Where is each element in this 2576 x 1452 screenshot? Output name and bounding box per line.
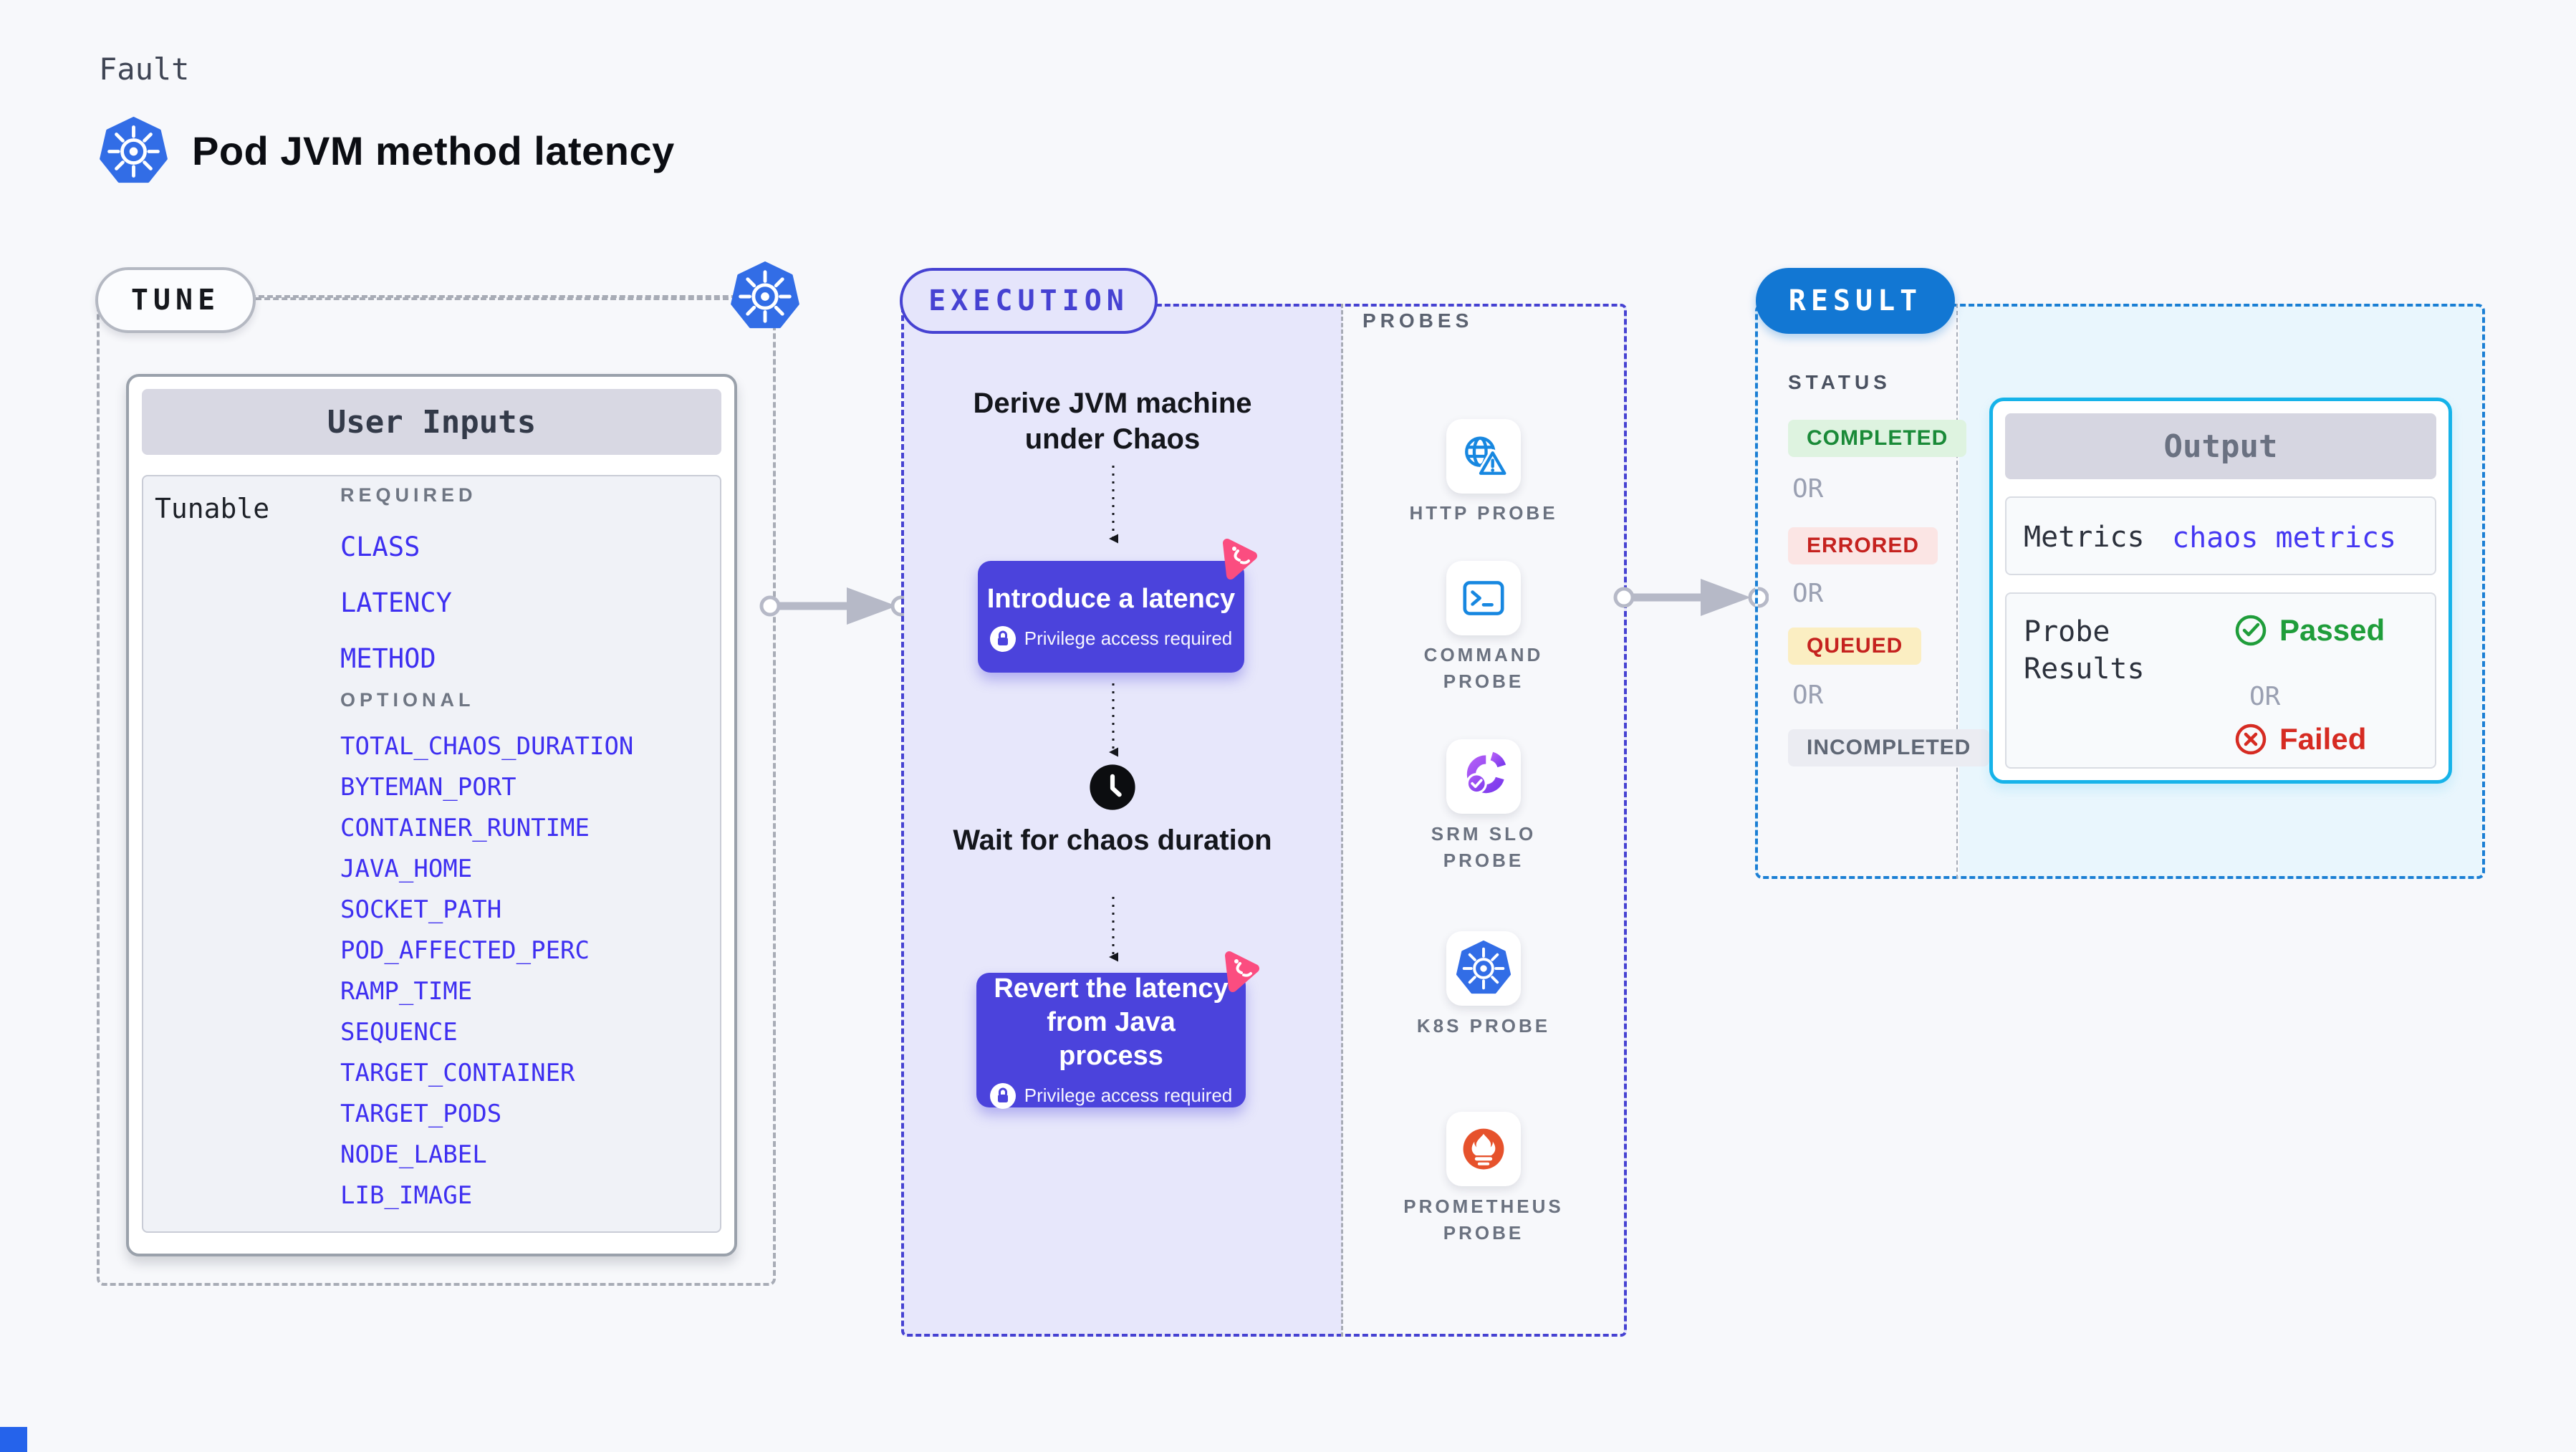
tunables-panel — [142, 475, 721, 1233]
or-separator: OR — [1792, 681, 1824, 710]
tunable-item: CLASS — [340, 532, 420, 562]
globe-alert-icon — [1465, 436, 1509, 477]
metrics-row — [2005, 496, 2436, 575]
failed-result: Failed — [2234, 722, 2366, 756]
kubernetes-icon — [730, 261, 800, 332]
tunable-item: LATENCY — [340, 587, 452, 618]
privilege-row: Privilege access required — [989, 1082, 1233, 1109]
page-title: Pod JVM method latency — [192, 128, 675, 173]
execution-section-pill: EXECUTION — [900, 268, 1158, 334]
tunable-item: POD_AFFECTED_PERC — [340, 936, 590, 965]
result-divider-line — [1956, 304, 1958, 879]
status-column-label: STATUS — [1788, 371, 1891, 393]
metrics-value: chaos metrics — [2172, 521, 2397, 554]
tunable-item: CONTAINER_RUNTIME — [340, 814, 590, 842]
revert-latency-button[interactable]: Revert the latency from Java process Pri… — [976, 973, 1246, 1109]
probes-column-label: PROBES — [1363, 309, 1474, 332]
tunable-item: SEQUENCE — [340, 1018, 458, 1047]
privilege-row: Privilege access required — [989, 625, 1233, 652]
tune-to-execution-arrow — [759, 587, 911, 625]
privilege-note: Privilege access required — [1024, 628, 1233, 649]
tunable-item: NODE_LABEL — [340, 1140, 487, 1169]
tunable-item: SOCKET_PATH — [340, 895, 502, 924]
privilege-note: Privilege access required — [1024, 1085, 1233, 1106]
introduce-latency-button[interactable]: Introduce a latency Privilege access req… — [978, 561, 1244, 673]
status-badge-queued: QUEUED — [1788, 628, 1922, 665]
probe-label: SRM SLO PROBE — [1431, 823, 1537, 871]
flow-dotted-arrow — [1109, 466, 1118, 549]
clock-icon — [1090, 764, 1135, 810]
tunable-item: TARGET_PODS — [340, 1100, 502, 1128]
revert-latency-label: Revert the latency from Java process — [994, 973, 1229, 1071]
chaos-pink-icon — [1216, 537, 1259, 580]
slo-pie-check-icon — [1466, 751, 1506, 794]
probe-card-command — [1446, 561, 1521, 635]
user-inputs-header: User Inputs — [142, 389, 721, 455]
failed-label: Failed — [2279, 722, 2367, 756]
passed-label: Passed — [2279, 613, 2385, 647]
probe-label: PROMETHEUS PROBE — [1403, 1196, 1564, 1244]
status-badge-incompleted: INCOMPLETED — [1788, 729, 1990, 766]
output-header: Output — [2005, 413, 2436, 479]
tune-section-box — [97, 295, 776, 1286]
bottom-left-partial-element — [0, 1427, 27, 1452]
terminal-icon — [1463, 581, 1504, 615]
tunable-item: JAVA_HOME — [340, 855, 473, 883]
wait-step-text: Wait for chaos duration — [953, 824, 1272, 856]
x-circle-icon — [2235, 723, 2267, 755]
or-separator: OR — [1792, 579, 1824, 608]
tunable-item: LIB_IMAGE — [340, 1181, 473, 1210]
metrics-label: Metrics — [2024, 521, 2145, 554]
prometheus-flame-icon — [1463, 1128, 1504, 1170]
probe-results-label: Probe Results — [2024, 615, 2145, 686]
tunable-item: METHOD — [340, 643, 436, 674]
flow-dotted-arrow — [1109, 683, 1118, 763]
probe-card-srm-slo — [1446, 739, 1521, 814]
lock-icon — [989, 1082, 1016, 1109]
tune-pill-connector-line — [256, 297, 729, 300]
tune-section-pill: TUNE — [95, 267, 256, 333]
optional-section-label: OPTIONAL — [340, 689, 475, 711]
or-separator: OR — [2249, 682, 2281, 711]
probe-card-prometheus — [1446, 1112, 1521, 1186]
tunable-item: TOTAL_CHAOS_DURATION — [340, 732, 634, 761]
kubernetes-icon — [1456, 941, 1512, 994]
derive-step-text: Derive JVM machine under Chaos — [973, 388, 1252, 455]
or-separator: OR — [1792, 474, 1824, 504]
execution-to-result-arrow — [1613, 579, 1769, 616]
check-circle-icon — [2235, 615, 2267, 646]
probes-divider-line — [1341, 304, 1343, 1337]
status-badge-errored: ERRORED — [1788, 527, 1938, 564]
fault-breadcrumb-label: Fault — [99, 52, 190, 87]
kubernetes-icon — [99, 117, 168, 186]
probe-label: HTTP PROBE — [1409, 502, 1558, 524]
probe-label: COMMAND PROBE — [1423, 644, 1544, 692]
introduce-latency-label: Introduce a latency — [986, 583, 1236, 614]
chaos-pink-icon — [1218, 949, 1261, 992]
tunable-item: RAMP_TIME — [340, 977, 473, 1006]
probe-card-http — [1446, 419, 1521, 494]
flow-dotted-arrow — [1109, 897, 1118, 968]
lock-icon — [989, 625, 1016, 652]
passed-result: Passed — [2234, 613, 2385, 648]
tunable-label: Tunable — [155, 493, 270, 524]
tunable-item: TARGET_CONTAINER — [340, 1059, 575, 1087]
required-section-label: REQUIRED — [340, 484, 477, 506]
status-badge-completed: COMPLETED — [1788, 420, 1967, 457]
result-section-pill: RESULT — [1756, 268, 1955, 334]
probe-label: K8S PROBE — [1416, 1015, 1551, 1037]
probe-results-row — [2005, 592, 2436, 769]
tunable-item: BYTEMAN_PORT — [340, 773, 516, 802]
probe-card-k8s — [1446, 931, 1521, 1006]
